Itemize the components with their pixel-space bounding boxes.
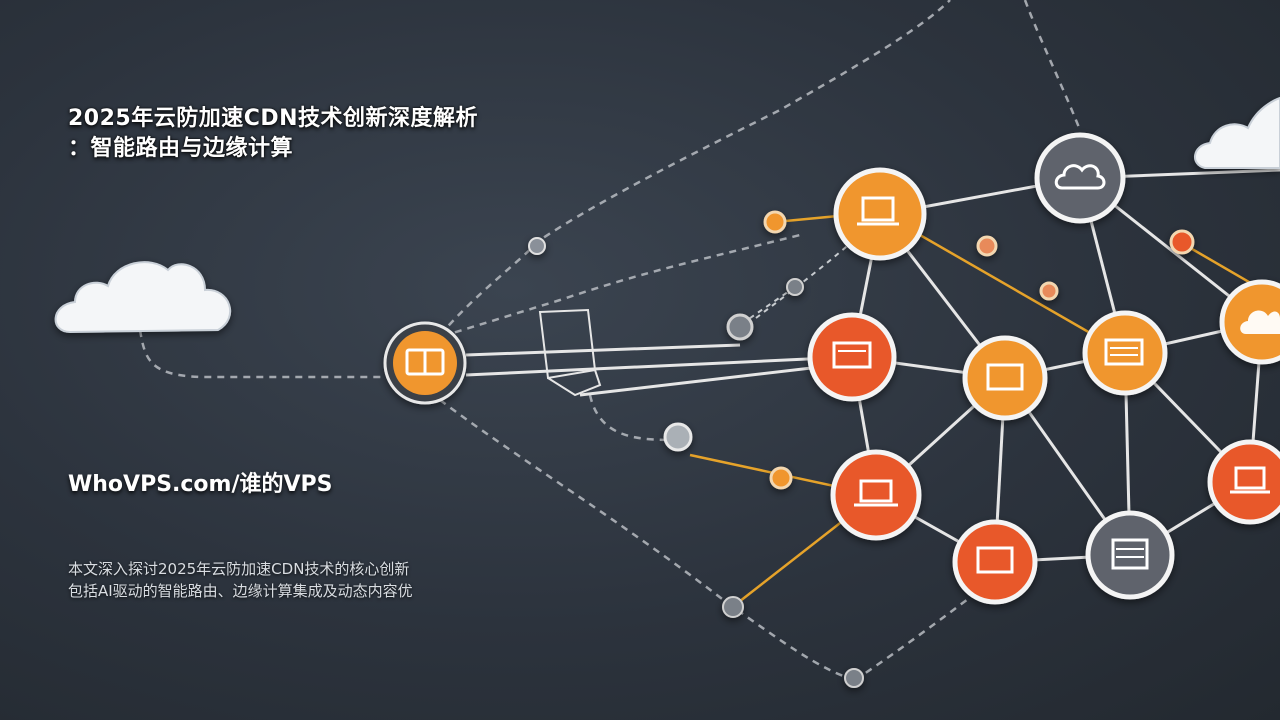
hub-node [383,321,467,405]
cloud-icon [1054,164,1106,190]
cloud-icon [54,261,232,334]
server-icon [1104,338,1144,366]
network-node-icon [769,466,793,490]
description: 本文深入探讨2025年云防加速CDN技术的核心创新 包括AI驱动的智能路由、边缘… [68,558,588,602]
monitor-icon [986,363,1024,391]
relay-nodes [528,210,1195,688]
title-line-1: 2025年云防加速CDN技术创新深度解析 [68,106,479,131]
site-label: WhoVPS.com/谁的VPS [68,472,333,497]
cloud-icon [1194,96,1280,169]
monitor-node [962,335,1048,421]
laptop-node [830,449,922,541]
laptop-icon [1234,466,1266,490]
network-node-icon [844,668,864,688]
page-title: 2025年云防加速CDN技术创新深度解析 ：智能路由与边缘计算 [68,104,588,164]
network-node-icon [976,235,998,257]
network-node-icon [1169,229,1195,255]
network-node-icon [1039,281,1059,301]
monitor-node [807,312,897,402]
laptop-node [1207,439,1280,525]
description-line-1: 本文深入探讨2025年云防加速CDN技术的核心创新 [68,560,410,578]
network-node-icon [528,237,546,255]
laptop-icon [859,479,893,503]
server-icon [1111,538,1149,570]
network-node-icon [663,422,693,452]
server-node [1082,310,1168,396]
server-node [1085,510,1175,600]
network-node-icon [722,596,744,618]
description-line-2: 包括AI驱动的智能路由、边缘计算集成及动态内容优 [68,582,413,600]
sketch-device-icon [538,308,602,397]
title-line-2: ：智能路由与边缘计算 [68,136,294,161]
cloud-node [1219,279,1280,365]
network-node-icon [726,313,754,341]
monitor-icon [976,546,1014,574]
laptop-node [833,167,927,261]
network-node-icon [786,278,804,296]
network-node-icon [763,210,787,234]
laptop-icon [861,196,895,222]
monitor-node [952,519,1038,605]
dashed-links [138,0,1082,682]
monitor-icon [832,341,872,369]
cloud-node [1034,132,1126,224]
network-nodes [807,132,1280,605]
cloud-icon [1240,310,1280,334]
